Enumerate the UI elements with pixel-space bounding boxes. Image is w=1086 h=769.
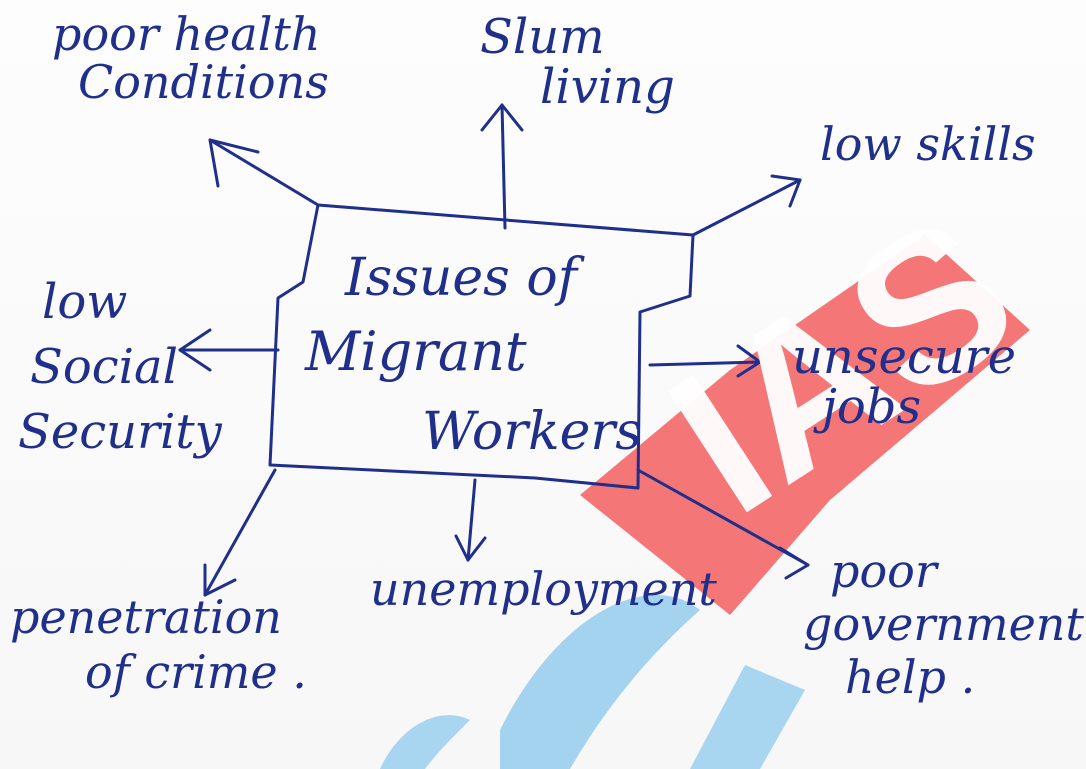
arrowhead-low-social-security xyxy=(178,328,212,372)
node-low-social-security-line1: low xyxy=(42,274,128,330)
node-poor-government-help-line3: help . xyxy=(845,649,976,704)
arrow-slum-living xyxy=(500,103,507,230)
node-low-social-security-line2: Social xyxy=(30,338,178,395)
arrowhead-low-skills xyxy=(770,174,802,208)
node-unsecure-jobs: unsecure jobs xyxy=(792,332,1016,433)
node-poor-government-help: poor government help . xyxy=(785,545,1084,704)
node-penetration-of-crime-line1: penetration xyxy=(10,590,282,644)
node-low-skills: low skills xyxy=(820,117,1036,171)
center-box-outline xyxy=(268,203,695,490)
node-penetration-of-crime: penetration of crime . xyxy=(10,590,307,700)
node-low-social-security: low Social Security xyxy=(18,270,222,464)
arrow-unsecure-jobs xyxy=(648,360,762,367)
node-unsecure-jobs-line1: unsecure xyxy=(792,329,1017,385)
arrowhead-poor-health xyxy=(208,138,260,188)
node-unemployment-line1: unemployment xyxy=(370,562,717,616)
arrowhead-unemployment xyxy=(454,534,487,562)
node-poor-health-line2: Conditions xyxy=(78,55,329,110)
node-poor-health-line1: poor health xyxy=(52,7,321,61)
arrow-low-skills xyxy=(691,178,802,237)
arrowhead-unsecure-jobs xyxy=(736,344,762,378)
center-label-line3: Workers xyxy=(422,402,642,462)
node-unsecure-jobs-line2: jobs xyxy=(822,379,922,436)
node-low-skills-line1: low skills xyxy=(820,117,1036,171)
watermark-red-band xyxy=(580,235,1030,615)
node-slum-living-line2: living xyxy=(540,59,675,116)
watermark-blue-logo-3 xyxy=(380,715,470,769)
node-slum-living: Slum living xyxy=(480,12,675,113)
arrowhead-penetration-of-crime xyxy=(203,563,237,597)
node-unemployment: unemployment xyxy=(370,562,717,616)
arrow-unemployment xyxy=(466,478,477,562)
arrow-penetration-of-crime xyxy=(203,468,277,597)
center-label-line2: Migrant xyxy=(305,320,527,383)
node-poor-health: poor health Conditions xyxy=(52,10,329,107)
center-label-line1: Issues of xyxy=(345,248,577,308)
watermark-blue-logo xyxy=(500,595,700,769)
node-poor-government-help-line1: poor xyxy=(830,544,937,598)
node-low-social-security-line3: Security xyxy=(18,403,222,460)
node-penetration-of-crime-line2: of crime . xyxy=(85,645,307,700)
watermark-blue-logo-2 xyxy=(690,665,805,769)
arrowhead-slum-living xyxy=(480,103,524,132)
arrowhead-poor-government-help xyxy=(778,546,810,580)
arrow-poor-health xyxy=(208,138,320,207)
node-poor-government-help-line2: government xyxy=(803,596,1084,651)
node-slum-living-line1: Slum xyxy=(480,9,605,65)
